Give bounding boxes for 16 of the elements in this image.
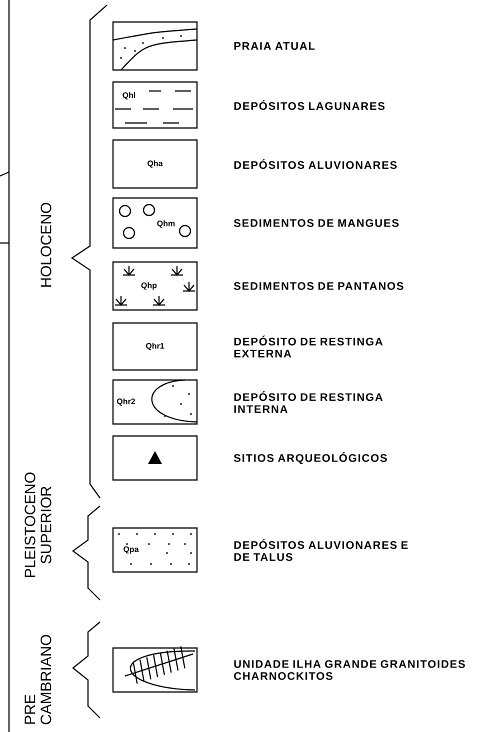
legend-text: DEPÓSITO DE RESTINGA INTERNA xyxy=(234,391,383,413)
legend-swatch xyxy=(112,435,198,481)
legend-text: DEPÓSITOS LAGUNARES xyxy=(234,100,385,110)
legend-text: DEPÓSITO DE RESTINGA EXTERNA xyxy=(234,336,383,358)
period-label: PRE CAMBRIANO xyxy=(24,634,52,724)
legend-text: SEDIMENTOS DE PANTANOS xyxy=(234,282,404,290)
legend-text: SITIOS ARQUEOLÓGICOS xyxy=(234,452,387,464)
legend-text: DEPÓSITOS ALUVIONARES E DE TALUS xyxy=(234,539,408,561)
period-label: HOLOCENO xyxy=(40,202,52,287)
legend-swatch xyxy=(112,646,198,693)
period-label: PLEISTOCENO SUPERIOR xyxy=(24,472,52,577)
legend-text: UNIDADE ILHA GRANDE GRANITOIDES CHARNOCKITOS xyxy=(234,660,465,680)
legend-text: SEDIMENTOS DE MANGUES xyxy=(234,219,399,227)
legend-text: DEPÓSITOS ALUVIONARES xyxy=(234,159,397,169)
legend-text: PRAIA ATUAL xyxy=(234,42,315,50)
legend-swatch xyxy=(112,21,198,71)
